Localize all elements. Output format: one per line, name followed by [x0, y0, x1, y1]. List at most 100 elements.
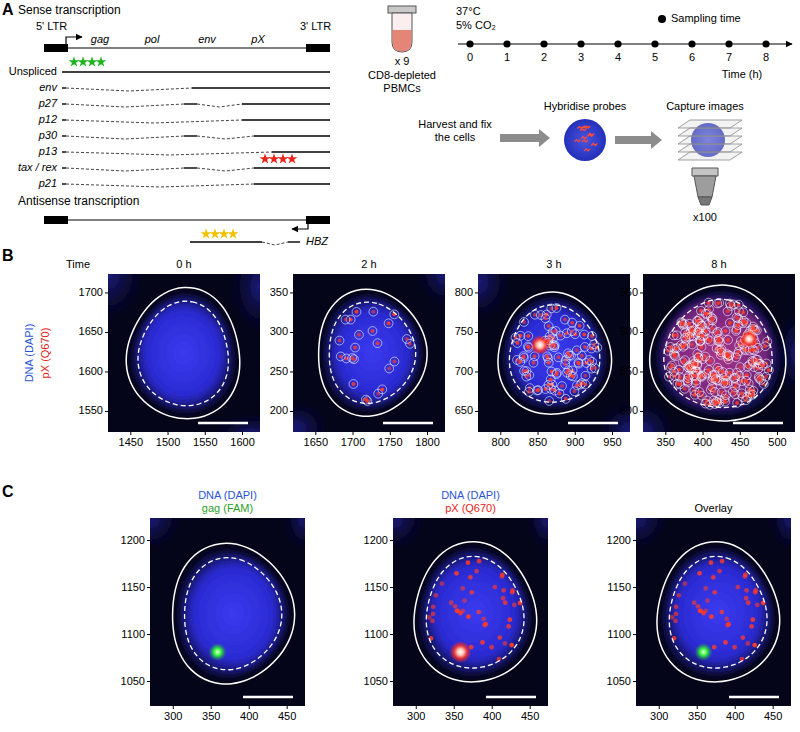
rna-spot: [726, 338, 730, 342]
rna-spot: [735, 585, 740, 590]
spot-ring: [713, 299, 722, 308]
spot-ring: [732, 327, 741, 336]
gene-label: pol: [145, 33, 160, 46]
step-label: Hybridise probes: [544, 100, 627, 113]
rna-spot: [468, 575, 473, 580]
tick-mark: [105, 332, 108, 333]
rna-spot: [554, 372, 558, 376]
tick-mark: [390, 681, 393, 682]
sampling-dot: [614, 40, 621, 47]
rna-spot: [728, 321, 732, 325]
rna-spot: [570, 321, 574, 325]
axis-tick-label: 1600: [230, 436, 254, 449]
rna-spot: [364, 398, 368, 402]
time-tick: 4: [615, 51, 621, 64]
spot-ring: [585, 356, 594, 365]
magnification-label: x100: [693, 211, 717, 224]
spot-ring: [695, 388, 704, 397]
spot-ring: [708, 316, 717, 325]
time-tick: 3: [578, 51, 584, 64]
panel-heading: 8 h: [643, 258, 795, 272]
ltr-box: [44, 44, 68, 52]
sampling-dot: [540, 40, 547, 47]
rna-spot: [670, 615, 675, 620]
transcription-site: [740, 330, 758, 348]
spot-ring: [552, 370, 561, 379]
rna-spot: [690, 342, 694, 346]
culture-condition: 5% CO₂: [456, 19, 496, 32]
axis-tick-label: 450: [521, 710, 539, 723]
rna-spot: [732, 376, 736, 380]
rna-spot: [744, 588, 749, 593]
microscopy-image: [363, 488, 568, 709]
rna-spot: [387, 366, 391, 370]
axis-tick-label: 500: [768, 436, 786, 449]
rna-spot: [510, 588, 515, 593]
nucleus-outline: [664, 299, 772, 407]
exon: [288, 241, 300, 242]
nucleus-outline: [185, 558, 282, 670]
spot-ring: [717, 388, 726, 397]
probe-icon: [588, 133, 594, 135]
axis-tick-label: 400: [483, 710, 501, 723]
intron: [66, 136, 184, 139]
spot-ring: [689, 360, 698, 369]
sampling-dot: [503, 40, 510, 47]
image-panel: 8 h: [643, 258, 795, 432]
rna-spot: [462, 598, 467, 603]
probe-star: [69, 56, 80, 66]
rna-spot: [675, 346, 679, 350]
spot-ring: [742, 318, 751, 327]
rna-spot: [583, 374, 587, 378]
spot-ring: [373, 339, 382, 348]
axis-tick-label: 950: [603, 436, 621, 449]
image-content: [108, 274, 260, 432]
sampling-dot: [651, 40, 658, 47]
axis-tick-label: 300: [270, 325, 288, 338]
axis-tick-label: 800: [455, 286, 473, 299]
rna-spot: [477, 559, 482, 564]
neighbour-nucleus: [108, 274, 142, 318]
rna-spot: [753, 588, 758, 593]
intron: [66, 168, 184, 171]
rna-spot: [380, 387, 384, 391]
rna-spot: [387, 321, 391, 325]
rna-spot: [709, 560, 714, 565]
rna-spot: [582, 333, 586, 337]
spot-ring: [350, 355, 359, 364]
rna-spot: [721, 381, 725, 385]
rna-spot: [497, 635, 502, 640]
rna-spot: [556, 355, 560, 359]
rna-spot: [713, 402, 717, 406]
rna-spot: [583, 345, 587, 349]
rna-spot: [681, 345, 685, 349]
axis-tick-label: 1100: [121, 628, 145, 641]
axis-tick-label: 1100: [607, 628, 631, 641]
panel-a-art: [44, 37, 330, 245]
panel-letter: C: [2, 482, 14, 501]
axis-tick-label: 1050: [364, 675, 388, 688]
rna-spot: [726, 622, 731, 627]
image-content: [643, 274, 795, 432]
spot-ring: [355, 330, 364, 339]
axis-tick-label: 1650: [79, 325, 103, 338]
rna-spot: [500, 573, 505, 578]
rna-spot: [703, 586, 708, 591]
nucleus: [133, 295, 234, 411]
rna-spot: [740, 391, 744, 395]
intron: [66, 120, 242, 123]
rna-spot: [551, 343, 555, 347]
rna-spot: [751, 348, 755, 352]
rna-spot: [554, 306, 558, 310]
spot-ring: [723, 350, 732, 359]
spot-ring: [704, 298, 713, 307]
spot-ring: [384, 319, 393, 328]
rna-spot: [578, 324, 582, 328]
transcript-label: p27: [39, 97, 57, 110]
spot-ring: [544, 358, 553, 367]
rna-spot: [466, 614, 471, 619]
panel-heading: Overlay: [636, 502, 791, 516]
intron: [66, 104, 184, 107]
exon: [190, 241, 262, 242]
